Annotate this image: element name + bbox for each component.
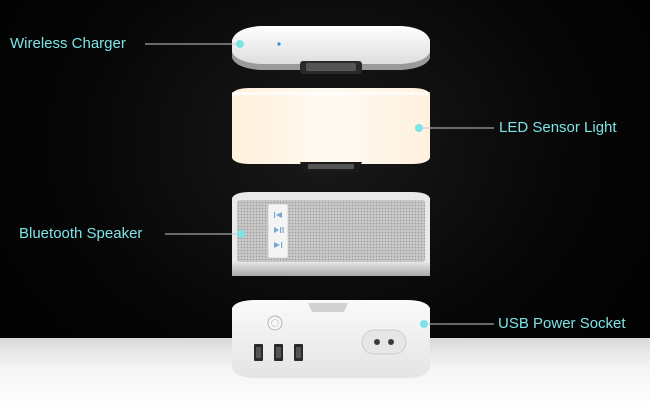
label-led-sensor-light: LED Sensor Light (499, 119, 617, 136)
usb-port-icon (274, 344, 283, 361)
usb-power-socket-module (232, 300, 430, 378)
marker-usb-power-socket (420, 320, 428, 328)
marker-wireless-charger (236, 40, 244, 48)
speaker-control-panel (267, 203, 289, 259)
wireless-charger-module (232, 26, 430, 74)
power-button-icon (267, 315, 283, 331)
ac-outlet-icon (361, 329, 407, 355)
speaker-grille (237, 200, 425, 262)
charger-indicator-icon (277, 42, 281, 46)
usb-port-icon (254, 344, 263, 361)
label-bluetooth-speaker: Bluetooth Speaker (19, 225, 143, 242)
bluetooth-speaker-module (232, 192, 430, 276)
play-pause-icon (274, 227, 284, 233)
marker-led-sensor-light (415, 124, 423, 132)
leader-lines (145, 43, 494, 325)
skip-forward-icon (274, 242, 283, 248)
marker-bluetooth-speaker (237, 230, 245, 238)
led-sensor-light-module (232, 88, 430, 172)
label-usb-power-socket: USB Power Socket (498, 315, 626, 332)
label-wireless-charger: Wireless Charger (10, 35, 126, 52)
skip-back-icon (274, 212, 282, 218)
usb-port-icon (294, 344, 303, 361)
